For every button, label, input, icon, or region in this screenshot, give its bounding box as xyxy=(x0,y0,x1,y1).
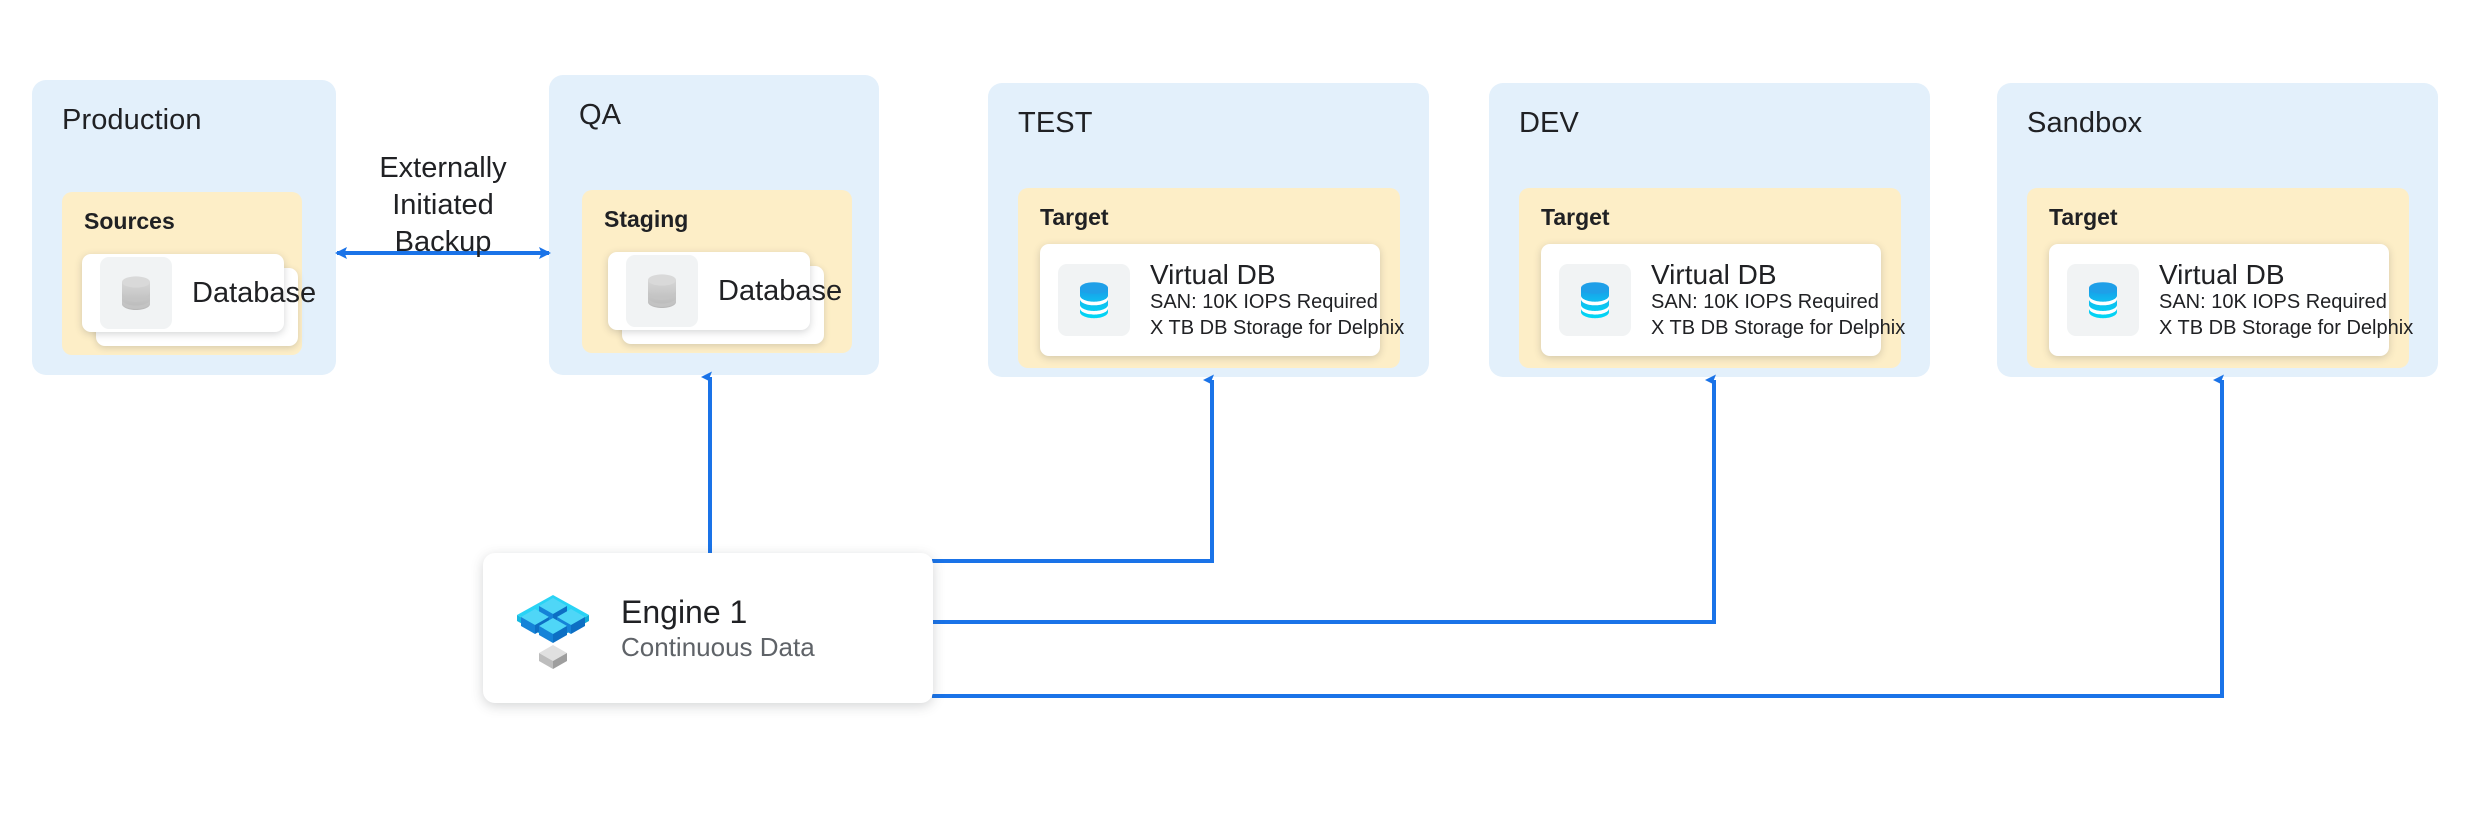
environment-title: QA xyxy=(579,99,622,131)
virtual-db-card-title: Virtual DB xyxy=(1150,258,1276,290)
virtual-db-card[interactable]: Virtual DB SAN: 10K IOPS Required X TB D… xyxy=(1040,244,1405,356)
card-stack-virtual-db[interactable]: Virtual DB SAN: 10K IOPS Required X TB D… xyxy=(1541,244,1906,356)
engine-card[interactable]: Engine 1 Continuous Data xyxy=(483,553,933,703)
engine-cubes-icon xyxy=(507,582,599,674)
environment-panel-production[interactable]: Production Sources xyxy=(32,80,336,375)
group-title: Target xyxy=(2049,204,2118,230)
engine-card-text: Engine 1 Continuous Data xyxy=(621,593,815,664)
group-box-staging: Staging xyxy=(582,190,852,353)
connector-engine-to-dev xyxy=(932,374,1716,624)
connector-engine-to-test xyxy=(932,374,1214,563)
virtual-db-blue-icon xyxy=(1559,264,1631,336)
virtual-db-card-text: Virtual DB SAN: 10K IOPS Required X TB D… xyxy=(1150,258,1405,342)
environment-title: DEV xyxy=(1519,107,1579,139)
environment-title: Production xyxy=(62,104,202,136)
virtual-db-spec-line-1: SAN: 10K IOPS Required xyxy=(2159,291,2387,314)
virtual-db-card-title: Virtual DB xyxy=(2159,258,2285,290)
virtual-db-card[interactable]: Virtual DB SAN: 10K IOPS Required X TB D… xyxy=(2049,244,2414,356)
card-stack-database[interactable]: Database xyxy=(82,254,317,346)
virtual-db-card-text: Virtual DB SAN: 10K IOPS Required X TB D… xyxy=(2159,258,2414,342)
connector-engine-to-sandbox xyxy=(932,374,2224,698)
virtual-db-spec-line-1: SAN: 10K IOPS Required xyxy=(1150,291,1378,314)
group-box-target: Target xyxy=(1519,188,1906,368)
group-title: Target xyxy=(1040,204,1109,230)
database-gray-icon xyxy=(626,255,698,327)
database-card-text: Database xyxy=(192,276,317,309)
environment-panel-test[interactable]: TEST Target xyxy=(988,83,1429,377)
environment-title: Sandbox xyxy=(2027,107,2143,139)
environment-panel-qa[interactable]: QA Staging xyxy=(549,75,879,375)
environment-panel-dev[interactable]: DEV Target xyxy=(1489,83,1930,377)
database-card-title: Database xyxy=(192,276,317,309)
backup-connector-label: Externally Initiated Backup xyxy=(379,152,507,259)
group-box-target: Target xyxy=(2027,188,2414,368)
database-card[interactable]: Database xyxy=(82,254,317,332)
virtual-db-spec-line-1: SAN: 10K IOPS Required xyxy=(1651,291,1879,314)
virtual-db-spec-line-2: X TB DB Storage for Delphix xyxy=(2159,316,2414,339)
virtual-db-spec-line-2: X TB DB Storage for Delphix xyxy=(1651,316,1906,339)
engine-title: Engine 1 xyxy=(621,593,748,630)
virtual-db-spec-line-2: X TB DB Storage for Delphix xyxy=(1150,316,1405,339)
virtual-db-blue-icon xyxy=(1058,264,1130,336)
group-box-sources: Sources xyxy=(62,192,317,355)
virtual-db-card-title: Virtual DB xyxy=(1651,258,1777,290)
virtual-db-card[interactable]: Virtual DB SAN: 10K IOPS Required X TB D… xyxy=(1541,244,1906,356)
database-card-text: Database xyxy=(718,274,843,307)
engine-subtitle: Continuous Data xyxy=(621,631,815,662)
card-stack-database[interactable]: Database xyxy=(608,252,843,344)
environment-title: TEST xyxy=(1018,107,1093,139)
database-gray-icon xyxy=(100,257,172,329)
virtual-db-blue-icon xyxy=(2067,264,2139,336)
card-stack-virtual-db[interactable]: Virtual DB SAN: 10K IOPS Required X TB D… xyxy=(1040,244,1405,356)
database-card-title: Database xyxy=(718,274,843,307)
environment-panel-sandbox[interactable]: Sandbox Target xyxy=(1997,83,2438,377)
database-card[interactable]: Database xyxy=(608,252,843,330)
group-title: Target xyxy=(1541,204,1610,230)
group-title: Sources xyxy=(84,208,175,234)
virtual-db-card-text: Virtual DB SAN: 10K IOPS Required X TB D… xyxy=(1651,258,1906,342)
group-box-target: Target xyxy=(1018,188,1405,368)
group-title: Staging xyxy=(604,206,689,232)
card-stack-virtual-db[interactable]: Virtual DB SAN: 10K IOPS Required X TB D… xyxy=(2049,244,2414,356)
